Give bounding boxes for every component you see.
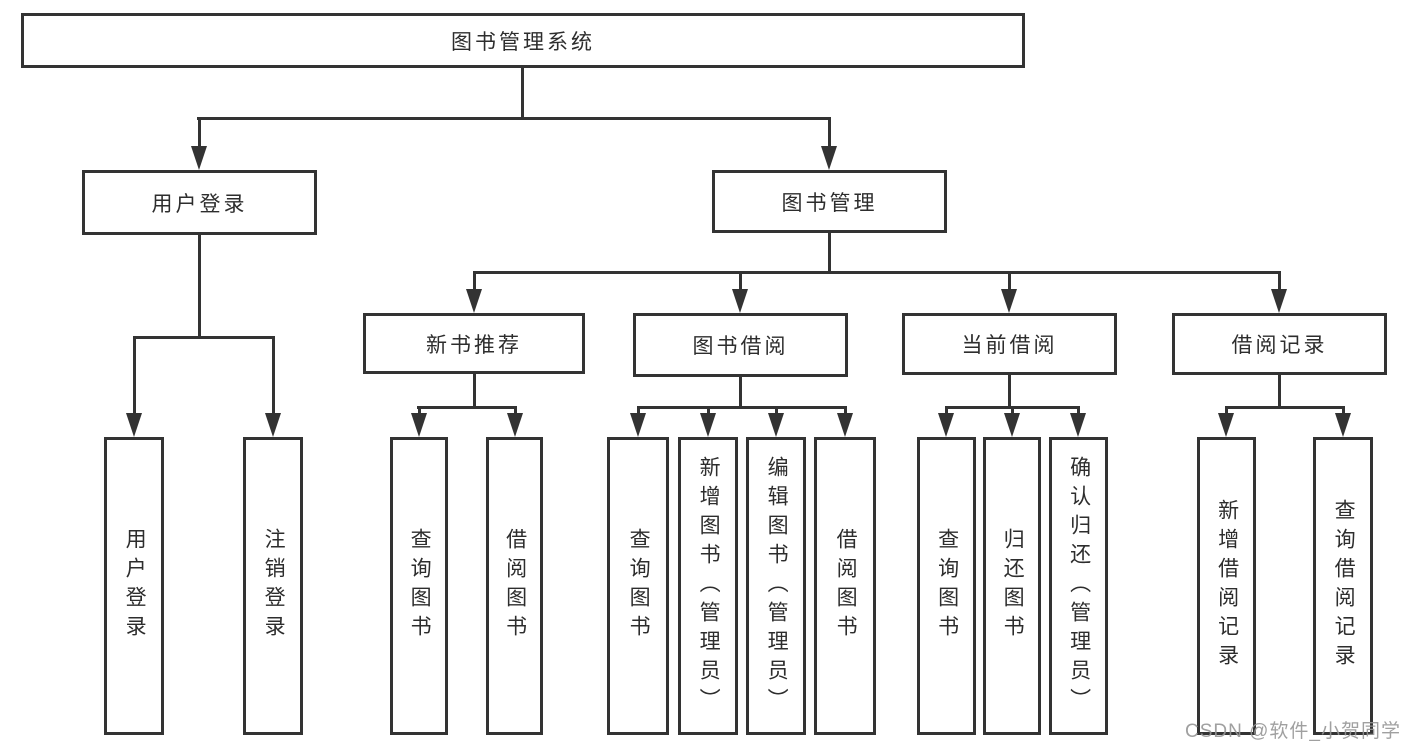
- connector-line: [133, 336, 275, 339]
- leaf-confirm-return-admin: 确认归还（管理员）: [1049, 437, 1108, 735]
- node-library-system: 图书管理系统: [21, 13, 1025, 68]
- connector-line: [473, 271, 1281, 274]
- leaf-query-borrow-record: 查询借阅记录: [1313, 437, 1373, 735]
- arrow-down-icon: [837, 413, 853, 437]
- node-user-login: 用户登录: [82, 170, 317, 235]
- connector-line: [1008, 375, 1011, 409]
- connector-line: [514, 406, 517, 418]
- connector-line: [473, 271, 476, 293]
- leaf-borrowing-borrow-books: 借阅图书: [814, 437, 876, 735]
- arrow-down-icon: [1001, 289, 1017, 313]
- connector-line: [473, 374, 476, 409]
- node-label: 归还图书: [1001, 528, 1025, 644]
- leaf-current-query-books: 查询图书: [917, 437, 976, 735]
- connector-line: [1077, 406, 1080, 418]
- connector-line: [272, 336, 275, 416]
- connector-line: [1225, 406, 1345, 409]
- node-label: 新增借阅记录: [1215, 499, 1239, 673]
- node-label: 确认归还（管理员）: [1067, 455, 1091, 717]
- connector-line: [637, 406, 847, 409]
- node-label: 借阅图书: [834, 528, 858, 644]
- arrow-down-icon: [700, 413, 716, 437]
- node-label: 新书推荐: [426, 333, 522, 357]
- connector-line: [418, 406, 421, 418]
- node-label: 查询图书: [935, 528, 959, 644]
- node-label: 借阅图书: [503, 528, 527, 644]
- connector-line: [828, 233, 831, 274]
- leaf-logout: 注销登录: [243, 437, 303, 735]
- connector-line: [197, 117, 831, 120]
- arrow-down-icon: [1070, 413, 1086, 437]
- connector-line: [844, 406, 847, 418]
- leaf-add-borrow-record: 新增借阅记录: [1197, 437, 1256, 735]
- connector-line: [1278, 375, 1281, 409]
- connector-line: [1011, 406, 1014, 418]
- connector-line: [1008, 271, 1011, 293]
- node-label: 当前借阅: [961, 334, 1058, 357]
- arrow-down-icon: [1004, 413, 1020, 437]
- connector-line: [198, 117, 201, 150]
- node-label: 查询借阅记录: [1332, 499, 1356, 673]
- node-book-borrowing: 图书借阅: [633, 313, 848, 377]
- node-label: 图书管理系统: [451, 30, 595, 54]
- arrow-down-icon: [126, 413, 142, 437]
- node-label: 用户登录: [123, 528, 147, 644]
- arrow-down-icon: [768, 413, 784, 437]
- node-label: 新增图书（管理员）: [697, 455, 721, 717]
- connector-line: [133, 336, 136, 416]
- node-label: 查询图书: [408, 528, 432, 644]
- connector-line: [707, 406, 710, 418]
- connector-line: [1278, 271, 1281, 293]
- node-label: 借阅记录: [1231, 334, 1328, 357]
- arrow-down-icon: [411, 413, 427, 437]
- connector-line: [1342, 406, 1345, 418]
- arrow-down-icon: [1271, 289, 1287, 313]
- leaf-user-login: 用户登录: [104, 437, 164, 735]
- connector-line: [739, 377, 742, 409]
- node-label: 注销登录: [262, 528, 286, 644]
- csdn-watermark: CSDN @软件_小贺同学: [1185, 721, 1401, 742]
- arrow-down-icon: [507, 413, 523, 437]
- arrow-down-icon: [191, 146, 207, 170]
- leaf-edit-books-admin: 编辑图书（管理员）: [746, 437, 806, 735]
- connector-line: [739, 271, 742, 293]
- leaf-borrowing-query-books: 查询图书: [607, 437, 669, 735]
- connector-line: [775, 406, 778, 418]
- node-label: 编辑图书（管理员）: [765, 455, 789, 717]
- leaf-recommend-query-books: 查询图书: [390, 437, 448, 735]
- connector-line: [417, 406, 517, 409]
- node-label: 用户登录: [151, 192, 248, 216]
- leaf-recommend-borrow-books: 借阅图书: [486, 437, 543, 735]
- arrow-down-icon: [1335, 413, 1351, 437]
- node-label: 图书管理: [781, 191, 878, 215]
- arrow-down-icon: [938, 413, 954, 437]
- connector-line: [1225, 406, 1228, 418]
- node-label: 图书借阅: [692, 335, 789, 358]
- arrow-down-icon: [265, 413, 281, 437]
- node-book-management: 图书管理: [712, 170, 947, 233]
- node-current-borrowing: 当前借阅: [902, 313, 1117, 375]
- connector-line: [198, 235, 201, 339]
- arrow-down-icon: [466, 289, 482, 313]
- arrow-down-icon: [1218, 413, 1234, 437]
- arrow-down-icon: [630, 413, 646, 437]
- arrow-down-icon: [821, 146, 837, 170]
- connector-line: [637, 406, 640, 418]
- node-borrow-records: 借阅记录: [1172, 313, 1387, 375]
- connector-line: [521, 66, 524, 120]
- arrow-down-icon: [732, 289, 748, 313]
- node-new-book-recommend: 新书推荐: [363, 313, 585, 374]
- connector-line: [945, 406, 948, 418]
- node-label: 查询图书: [627, 528, 651, 644]
- connector-line: [828, 117, 831, 150]
- leaf-return-books: 归还图书: [983, 437, 1041, 735]
- leaf-add-books-admin: 新增图书（管理员）: [678, 437, 738, 735]
